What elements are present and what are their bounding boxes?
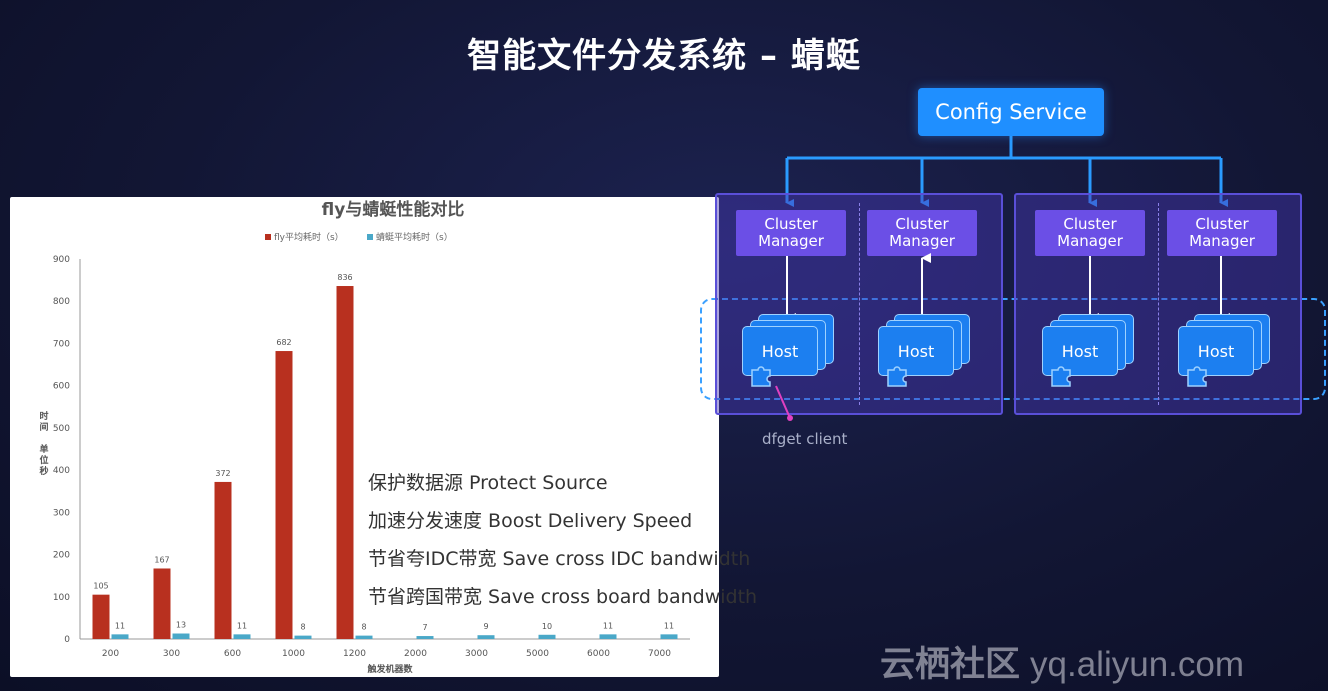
bar: [233, 634, 251, 639]
data-label: 7: [422, 623, 427, 632]
y-axis-label: 秒: [39, 465, 48, 477]
host-label: Host: [1042, 326, 1118, 376]
y-tick-label: 400: [53, 466, 70, 476]
feature-item: 节省跨国带宽 Save cross board bandwidth: [368, 586, 758, 608]
bar: [336, 286, 354, 639]
y-axis-label: 间: [39, 421, 48, 433]
dfget-client-band: [700, 298, 1326, 400]
x-tick-label: 5000: [526, 649, 549, 659]
x-tick-label: 300: [163, 649, 180, 659]
data-label: 11: [664, 621, 674, 630]
chart-panel: fly与蜻蜓性能对比 fly平均耗时（s） 蜻蜓平均耗时（s） 0 100 200 300 4…: [10, 197, 719, 677]
bar: [416, 636, 434, 639]
y-tick-label: 300: [53, 508, 70, 518]
watermark-cn: 云栖社区: [880, 645, 1021, 684]
slide-title: 智能文件分发系统 – 蜻蜓: [467, 36, 861, 76]
data-label: 8: [300, 623, 305, 632]
bar: [275, 351, 293, 639]
bar: [660, 634, 678, 639]
y-tick-label: 200: [53, 551, 70, 561]
host-label: Host: [1178, 326, 1254, 376]
feature-item: 保护数据源 Protect Source: [368, 472, 608, 494]
legend-swatch: [367, 234, 373, 240]
dfget-pointer: [775, 385, 791, 419]
y-tick-label: 900: [53, 255, 70, 265]
data-label: 11: [603, 621, 613, 630]
data-label: 10: [542, 622, 552, 631]
host-stack: Host: [878, 314, 970, 387]
bar: [477, 635, 495, 639]
y-axis-label: 时: [39, 410, 48, 422]
x-tick-label: 6000: [587, 649, 610, 659]
x-tick-label: 1200: [343, 649, 366, 659]
bar: [92, 594, 110, 639]
data-label: 372: [215, 469, 230, 478]
host-label: Host: [742, 326, 818, 376]
data-label: 11: [115, 621, 125, 630]
data-label: 167: [154, 555, 169, 564]
data-label: 8: [361, 623, 366, 632]
config-connectors: [785, 136, 1228, 207]
data-label: 682: [276, 338, 291, 347]
performance-chart: fly与蜻蜓性能对比 fly平均耗时（s） 蜻蜓平均耗时（s） 0 100 200 300 4…: [39, 199, 690, 675]
x-axis-label: 触发机器数: [366, 663, 413, 675]
y-tick-label: 500: [53, 424, 70, 434]
bar: [172, 633, 190, 639]
bar: [355, 635, 373, 639]
host-stack: Host: [1178, 314, 1270, 387]
host-stack: Host: [742, 314, 834, 387]
data-label: 105: [93, 582, 108, 591]
y-tick-label: 0: [64, 635, 70, 645]
data-label: 11: [237, 621, 247, 630]
legend-label: fly平均耗时（s）: [274, 231, 344, 243]
feature-item: 节省夸IDC带宽 Save cross IDC bandwidth: [368, 548, 751, 570]
host-stack: Host: [1042, 314, 1134, 387]
y-axis-label: 位: [39, 454, 48, 466]
watermark-url: yq.aliyun.com: [1030, 645, 1244, 684]
puzzle-icon: [1187, 366, 1207, 387]
x-tick-label: 2000: [404, 649, 427, 659]
data-label: 13: [176, 621, 186, 630]
x-tick-label: 1000: [282, 649, 305, 659]
feature-list: 保护数据源 Protect Source 加速分发速度 Boost Delive…: [368, 468, 788, 620]
legend-swatch: [265, 234, 271, 240]
puzzle-icon: [751, 366, 771, 387]
y-tick-label: 600: [53, 382, 70, 392]
puzzle-icon: [887, 366, 907, 387]
puzzle-icon: [1051, 366, 1071, 387]
bar: [111, 634, 129, 639]
bar: [294, 635, 312, 639]
bar: [153, 568, 171, 639]
config-service-box: Config Service: [918, 88, 1104, 136]
host-label: Host: [878, 326, 954, 376]
bar: [599, 634, 617, 639]
y-tick-label: 700: [53, 339, 70, 349]
bar: [538, 634, 556, 639]
x-tick-label: 7000: [648, 649, 671, 659]
y-tick-label: 800: [53, 297, 70, 307]
chart-title: fly与蜻蜓性能对比: [322, 199, 465, 220]
y-tick-label: 100: [53, 593, 70, 603]
x-tick-label: 3000: [465, 649, 488, 659]
x-tick-label: 600: [224, 649, 241, 659]
x-tick-label: 200: [102, 649, 119, 659]
legend-label: 蜻蜓平均耗时（s）: [376, 231, 453, 243]
feature-item: 加速分发速度 Boost Delivery Speed: [368, 510, 693, 532]
data-label: 9: [483, 622, 488, 631]
data-label: 836: [337, 273, 352, 282]
dfget-client-label: dfget client: [762, 430, 848, 448]
y-axis-label: 单: [39, 443, 48, 455]
bar: [214, 481, 232, 639]
